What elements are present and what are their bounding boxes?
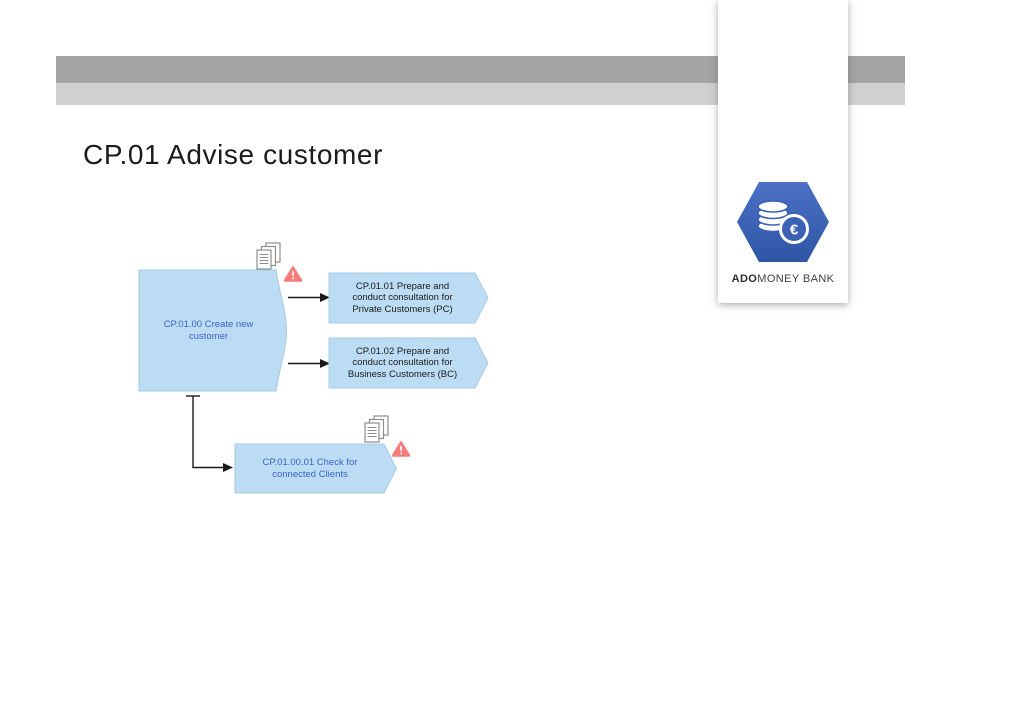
connector-arrow-to-cp-01-00-01 bbox=[186, 395, 233, 472]
brand-name: ADOMONEY BANK bbox=[718, 273, 848, 285]
process-node-cp-01-02[interactable] bbox=[328, 337, 489, 389]
page-title: CP.01 Advise customer bbox=[83, 139, 384, 170]
process-node-cp-01-01[interactable] bbox=[328, 272, 489, 324]
brand-name-rest: MONEY BANK bbox=[757, 273, 835, 285]
warning-icon-cp-01-00-01[interactable] bbox=[391, 441, 411, 457]
process-node-cp-01-00-01[interactable] bbox=[234, 443, 398, 494]
documents-icon-cp-01-00-01[interactable] bbox=[364, 415, 389, 443]
header-bar-light bbox=[56, 83, 905, 105]
euro-coin-icon: € bbox=[779, 214, 809, 244]
brand-banner: € ADOMONEY BANK bbox=[718, 0, 848, 303]
documents-icon-cp-01-00[interactable] bbox=[256, 242, 281, 270]
bank-logo-icon: € bbox=[737, 182, 829, 262]
euro-symbol: € bbox=[790, 222, 799, 239]
brand-name-bold: ADO bbox=[731, 273, 758, 285]
warning-icon-cp-01-00[interactable] bbox=[283, 266, 303, 282]
connector-arrow-to-cp-01-01 bbox=[288, 293, 330, 302]
connector-arrow-to-cp-01-02 bbox=[288, 359, 330, 368]
process-node-cp-01-00[interactable] bbox=[138, 269, 288, 392]
